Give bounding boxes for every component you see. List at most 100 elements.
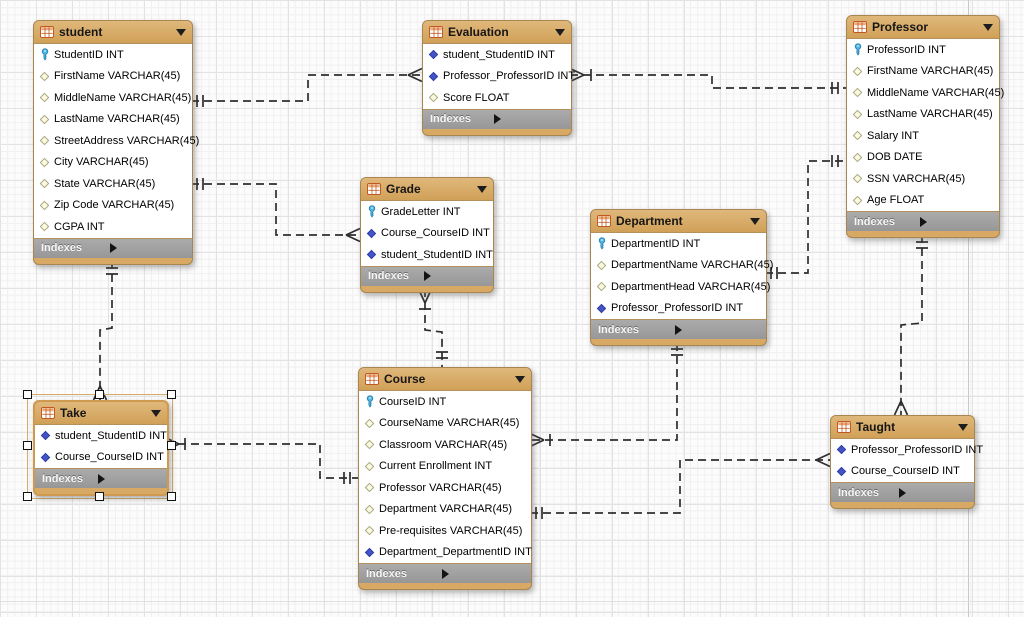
indexes-footer[interactable]: Indexes [35,469,167,488]
table-header[interactable]: Take [35,402,167,424]
relationship-course-take[interactable] [164,436,358,485]
collapse-arrow-icon[interactable] [555,28,565,36]
collapse-arrow-icon[interactable] [750,217,760,225]
relationship-course-grade[interactable] [417,288,449,367]
expand-arrow-icon[interactable] [899,487,967,498]
field-row[interactable]: MiddleName VARCHAR(45) [847,82,1004,104]
indexes-footer[interactable]: Indexes [361,266,493,286]
field-row[interactable]: student_StudentID INT [361,244,493,266]
collapse-arrow-icon[interactable] [151,409,161,417]
field-row[interactable]: student_StudentID INT [423,44,571,66]
relationship-student-grade[interactable] [191,178,361,243]
field-row[interactable]: LastName VARCHAR(45) [847,104,999,126]
field-row[interactable]: MiddleName VARCHAR(45) [34,87,192,109]
field-row[interactable]: StudentID INT [34,44,192,66]
attribute-icon [39,70,50,83]
field-row[interactable]: Current Enrollment INT [359,456,531,478]
collapse-arrow-icon[interactable] [477,185,487,193]
attribute-icon [39,134,50,147]
field-row[interactable]: SSN VARCHAR(45) [847,168,999,190]
indexes-footer[interactable]: Indexes [831,483,974,502]
relationship-professor-taught[interactable] [893,235,929,416]
expand-arrow-icon[interactable] [493,114,565,124]
expand-arrow-icon[interactable] [109,243,186,253]
field-row[interactable]: FirstName VARCHAR(45) [847,61,999,83]
table-header[interactable]: Department [591,210,766,232]
collapse-arrow-icon[interactable] [983,23,993,31]
field-row[interactable]: FirstName VARCHAR(45) [34,66,192,88]
field-row[interactable]: CGPA INT [34,216,192,238]
table-header[interactable]: student [34,21,192,43]
selection-handle[interactable] [23,390,32,399]
selection-handle[interactable] [167,492,176,501]
field-row[interactable]: DepartmentHead VARCHAR(45) [591,276,770,298]
table-header[interactable]: Course [359,368,531,390]
table-header[interactable]: Professor [847,16,999,38]
field-row[interactable]: Department VARCHAR(45) [359,499,531,521]
collapse-arrow-icon[interactable] [176,28,186,36]
selection-handle[interactable] [23,492,32,501]
field-row[interactable]: Age FLOAT [847,190,999,212]
field-row[interactable]: DOB DATE [847,147,999,169]
field-row[interactable]: StreetAddress VARCHAR(45) [34,130,199,152]
expand-arrow-icon[interactable] [423,271,487,281]
field-row[interactable]: Professor_ProfessorID INT [831,439,983,461]
relationship-course-taught[interactable] [530,452,831,520]
field-row[interactable]: DepartmentID INT [591,233,766,255]
indexes-footer[interactable]: Indexes [591,320,766,339]
field-row[interactable]: LastName VARCHAR(45) [34,109,192,131]
relationship-professor-department[interactable] [765,155,846,279]
expand-arrow-icon[interactable] [919,216,993,227]
field-row[interactable]: Score FLOAT [423,87,571,109]
relationship-professor-evaluation[interactable] [569,67,846,95]
field-row[interactable]: Classroom VARCHAR(45) [359,434,531,456]
field-row[interactable]: Professor_ProfessorID INT [591,298,766,320]
field-row[interactable]: student_StudentID INT [35,425,167,447]
collapse-arrow-icon[interactable] [958,423,968,431]
field-row[interactable]: Salary INT [847,125,999,147]
relationship-student-take[interactable] [92,261,119,401]
field-row[interactable]: City VARCHAR(45) [34,152,192,174]
field-row[interactable]: State VARCHAR(45) [34,173,192,195]
field-row[interactable]: DepartmentName VARCHAR(45) [591,255,773,277]
field-row[interactable]: ProfessorID INT [847,39,999,61]
relationship-department-course[interactable] [529,343,683,448]
indexes-footer[interactable]: Indexes [423,109,571,129]
field-row[interactable]: CourseID INT [359,391,531,413]
selection-handle[interactable] [167,441,176,450]
collapse-arrow-icon[interactable] [515,375,525,383]
field-row[interactable]: Zip Code VARCHAR(45) [34,195,192,217]
indexes-footer[interactable]: Indexes [359,564,531,583]
selection-handle[interactable] [167,390,176,399]
field-row[interactable]: Course_CourseID INT [361,223,493,245]
expand-arrow-icon[interactable] [441,568,525,579]
expand-arrow-icon[interactable] [675,324,759,335]
field-row[interactable]: Course_CourseID INT [831,461,974,483]
field-row[interactable]: Pre-requisites VARCHAR(45) [359,520,531,542]
field-row[interactable]: CourseName VARCHAR(45) [359,413,531,435]
relationship-student-evaluation[interactable] [191,67,423,108]
table-header[interactable]: Grade [361,178,493,200]
field-row[interactable]: Course_CourseID INT [35,447,167,469]
indexes-footer[interactable]: Indexes [34,238,192,258]
selection-handle[interactable] [95,492,104,501]
expand-arrow-icon[interactable] [97,473,161,484]
field-row[interactable]: Professor VARCHAR(45) [359,477,531,499]
indexes-footer[interactable]: Indexes [847,212,999,231]
field-row[interactable]: Department_DepartmentID INT [359,542,532,564]
table-header[interactable]: Taught [831,416,974,438]
selection-handle[interactable] [95,390,104,399]
table-header[interactable]: Evaluation [423,21,571,43]
selection-handle[interactable] [23,441,32,450]
field-row[interactable]: Professor_ProfessorID INT [423,66,575,88]
field-row[interactable]: GradeLetter INT [361,201,493,223]
